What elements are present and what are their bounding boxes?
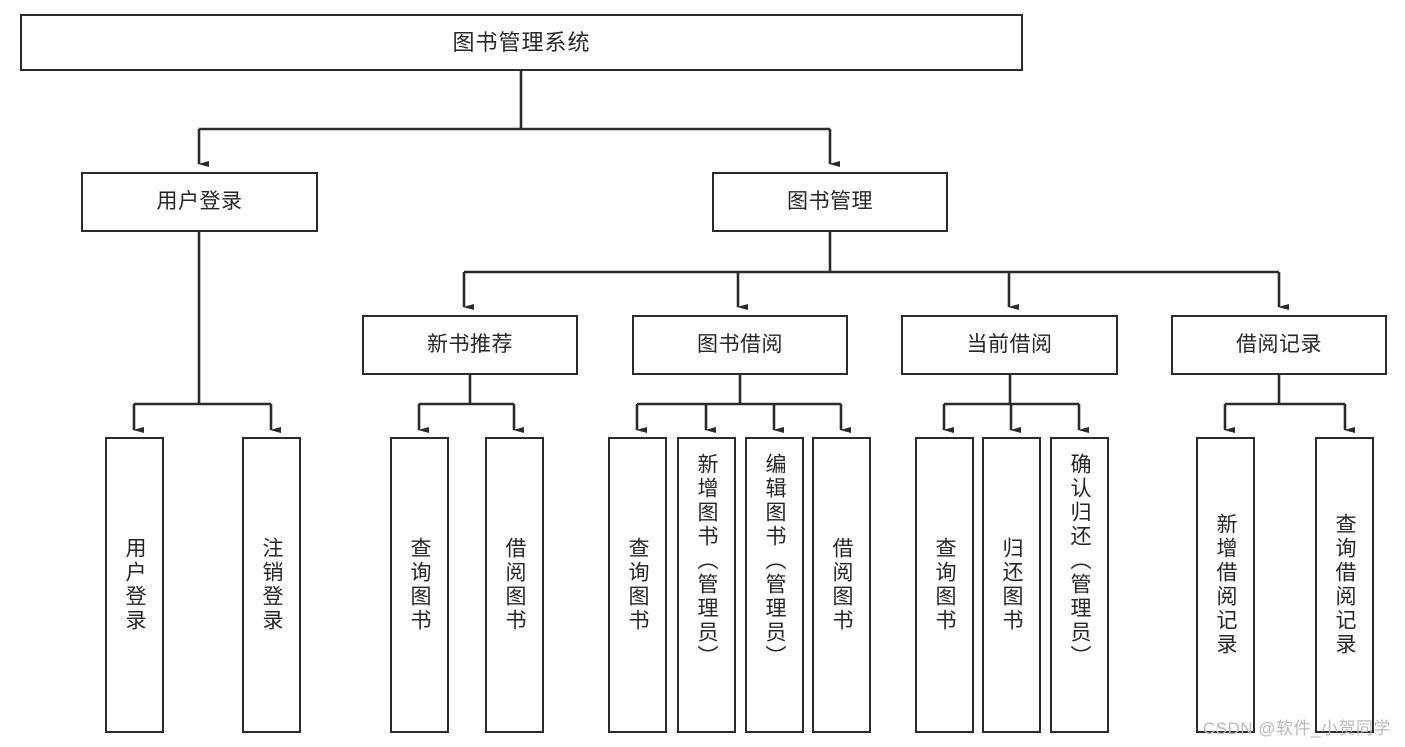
node-leaf-borrow-book-2[interactable]: 借阅图书 [812,437,871,733]
node-label: 确认归还（管理员） [1068,453,1091,669]
node-book-manage[interactable]: 图书管理 [712,172,948,232]
node-leaf-confirm-return[interactable]: 确认归还（管理员） [1050,437,1109,733]
node-label: 查询图书 [626,537,649,633]
watermark-text: CSDN @软件_小贺同学 [1202,719,1391,738]
node-leaf-query-record[interactable]: 查询借阅记录 [1315,437,1374,733]
node-current-borrow[interactable]: 当前借阅 [901,315,1118,375]
node-label: 归还图书 [1000,537,1023,633]
node-book-borrow[interactable]: 图书借阅 [632,315,848,375]
node-leaf-query-book-3[interactable]: 查询图书 [915,437,974,733]
node-borrow-record[interactable]: 借阅记录 [1171,315,1387,375]
node-label: 图书管理 [787,189,873,213]
node-label: 图书借阅 [697,332,783,356]
node-leaf-add-book[interactable]: 新增图书（管理员） [677,437,736,733]
node-label: 当前借阅 [966,332,1053,356]
node-leaf-return-book[interactable]: 归还图书 [982,437,1041,733]
node-leaf-logout[interactable]: 注销登录 [242,437,301,733]
node-label: 借阅记录 [1236,332,1322,356]
node-label: 借阅图书 [503,537,526,633]
node-leaf-query-book-2[interactable]: 查询图书 [608,437,667,733]
node-label: 新增借阅记录 [1214,513,1237,657]
node-label: 查询图书 [933,537,956,633]
node-leaf-borrow-book-1[interactable]: 借阅图书 [485,437,544,733]
node-root-book-management-system[interactable]: 图书管理系统 [20,14,1023,71]
node-user-login[interactable]: 用户登录 [81,172,318,232]
node-label: 借阅图书 [830,537,853,633]
node-leaf-add-record[interactable]: 新增借阅记录 [1196,437,1255,733]
node-leaf-query-book-1[interactable]: 查询图书 [390,437,449,733]
node-label: 用户登录 [156,189,243,213]
node-label: 注销登录 [260,537,283,633]
node-label: 图书管理系统 [452,29,591,55]
node-leaf-user-login[interactable]: 用户登录 [105,437,164,733]
node-label: 查询图书 [408,537,431,633]
node-label: 新增图书（管理员） [695,453,718,669]
node-new-book-rec[interactable]: 新书推荐 [362,315,578,375]
node-label: 新书推荐 [427,332,513,356]
node-label: 用户登录 [123,537,146,633]
node-label: 查询借阅记录 [1333,513,1356,657]
node-leaf-edit-book[interactable]: 编辑图书（管理员） [745,437,804,733]
node-label: 编辑图书（管理员） [763,453,786,669]
